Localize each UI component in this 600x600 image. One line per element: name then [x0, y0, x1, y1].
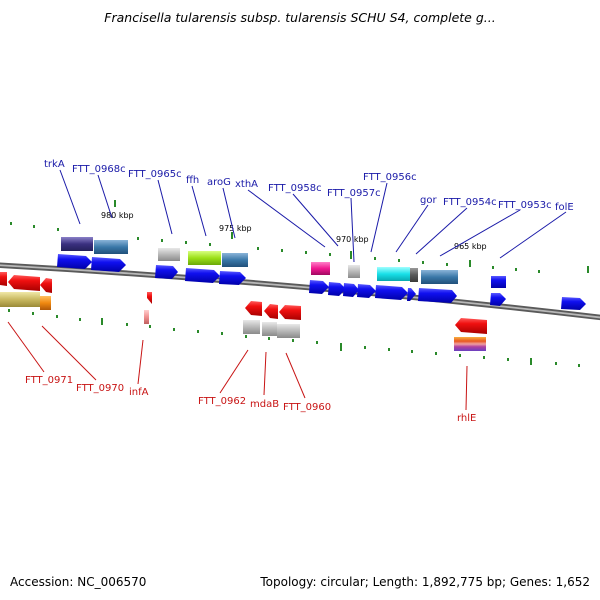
feature-box-aroG[interactable]	[222, 253, 248, 267]
gene-arrow-forward[interactable]	[185, 268, 220, 283]
feature-box-ffh[interactable]	[188, 251, 221, 265]
gene-label-FTT_0962[interactable]: FTT_0962	[198, 396, 246, 407]
gene-label-folE[interactable]: folE	[555, 202, 574, 213]
top-feature-boxes	[61, 237, 458, 284]
top-leader-lines	[59, 169, 567, 263]
topology-summary-text: Topology: circular; Length: 1,892,775 bp…	[259, 575, 590, 589]
gene-label-rhlE[interactable]: rhlE	[457, 413, 476, 424]
kbp-label-975: 975 kbp	[219, 224, 252, 233]
kbp-label-970: 970 kbp	[336, 235, 369, 244]
gene-arrow-reverse[interactable]	[279, 305, 301, 320]
feature-box-mdaB[interactable]	[262, 322, 277, 336]
gene-label-ffh[interactable]: ffh	[186, 175, 199, 186]
gene-arrow-forward[interactable]	[407, 288, 416, 301]
reverse-strand-genes	[0, 272, 487, 334]
gene-label-FTT_0965c[interactable]: FTT_0965c	[128, 169, 182, 180]
gene-label-FTT_0956c[interactable]: FTT_0956c	[363, 172, 417, 183]
feature-box-FTT_0962[interactable]	[243, 320, 260, 334]
gene-arrow-forward[interactable]	[57, 254, 92, 269]
gene-arrow-forward[interactable]	[375, 285, 408, 300]
gene-arrow-forward[interactable]	[91, 257, 126, 272]
gene-arrow-forward[interactable]	[490, 293, 506, 306]
gene-arrow-reverse[interactable]	[40, 278, 52, 293]
gene-arrow-forward[interactable]	[219, 271, 246, 285]
gene-label-trkA[interactable]: trkA	[44, 159, 65, 170]
feature-box-FTT_0960[interactable]	[277, 324, 300, 338]
inner-tick-ring	[8, 309, 580, 367]
kbp-label-980: 980 kbp	[101, 211, 134, 220]
feature-box-rhlE[interactable]	[454, 337, 486, 351]
feature-box-FTT_0971[interactable]	[0, 292, 40, 307]
gene-label-FTT_0957c[interactable]: FTT_0957c	[327, 188, 381, 199]
outer-tick-ring	[10, 200, 589, 273]
gene-arrow-forward[interactable]	[418, 288, 457, 303]
feature-box-gor[interactable]	[410, 268, 418, 282]
gene-arrow-forward[interactable]	[343, 283, 359, 297]
gene-label-FTT_0960[interactable]: FTT_0960	[283, 402, 331, 413]
gene-arrow-forward[interactable]	[309, 280, 329, 294]
gene-label-xthA[interactable]: xthA	[235, 179, 258, 190]
gene-arrow-forward[interactable]	[328, 282, 346, 296]
feature-box-FTT_0954c[interactable]	[421, 270, 458, 284]
map-title: Francisella tularensis subsp. tularensis…	[104, 10, 495, 25]
gene-block-forward[interactable]	[491, 276, 506, 288]
feature-box-infA[interactable]	[144, 310, 149, 324]
gene-label-aroG[interactable]: aroG	[207, 177, 231, 188]
gene-label-FTT_0954c[interactable]: FTT_0954c	[443, 197, 497, 208]
feature-box-xthA[interactable]	[311, 262, 330, 275]
forward-strand-genes	[57, 254, 586, 310]
bottom-feature-boxes	[0, 292, 486, 351]
gene-arrow-reverse[interactable]	[245, 301, 262, 316]
gene-label-infA[interactable]: infA	[129, 387, 149, 398]
kbp-scale-labels: 980 kbp 975 kbp 970 kbp 965 kbp	[101, 211, 487, 251]
bottom-leader-lines	[7, 321, 468, 411]
feature-box-FTT_0957c[interactable]	[348, 265, 360, 278]
accession-text: Accession: NC_006570	[10, 575, 146, 589]
gene-arrow-reverse[interactable]	[455, 318, 487, 334]
gene-arrow-reverse[interactable]	[264, 304, 278, 319]
feature-box-FTT_0968c[interactable]	[94, 240, 128, 254]
gene-arrow-reverse[interactable]	[8, 275, 40, 291]
gene-arrow-forward[interactable]	[155, 265, 178, 279]
feature-box-FTT_0965c[interactable]	[158, 248, 180, 261]
gene-label-FTT_0971[interactable]: FTT_0971	[25, 375, 73, 386]
gene-arrow-forward[interactable]	[561, 297, 586, 310]
feature-box-FTT_0970[interactable]	[40, 296, 51, 310]
top-gene-labels: trkA FTT_0968c FTT_0965c ffh aroG xthA F…	[44, 159, 574, 213]
gene-label-FTT_0953c[interactable]: FTT_0953c	[498, 200, 552, 211]
gene-label-FTT_0968c[interactable]: FTT_0968c	[72, 164, 126, 175]
bottom-gene-labels: FTT_0971 FTT_0970 infA FTT_0962 mdaB FTT…	[25, 375, 476, 424]
gene-label-FTT_0970[interactable]: FTT_0970	[76, 383, 124, 394]
feature-box-FTT_0956c[interactable]	[377, 267, 410, 281]
gene-arrow-reverse[interactable]	[147, 292, 152, 304]
gene-arrow-forward[interactable]	[357, 284, 376, 298]
gene-arrow-reverse[interactable]	[0, 272, 7, 286]
gene-label-FTT_0958c[interactable]: FTT_0958c	[268, 183, 322, 194]
gene-label-gor[interactable]: gor	[420, 195, 437, 206]
genome-backbone-highlight	[0, 264, 600, 319]
gene-label-mdaB[interactable]: mdaB	[250, 399, 279, 410]
kbp-label-965: 965 kbp	[454, 242, 487, 251]
feature-box-trkA[interactable]	[61, 237, 93, 251]
